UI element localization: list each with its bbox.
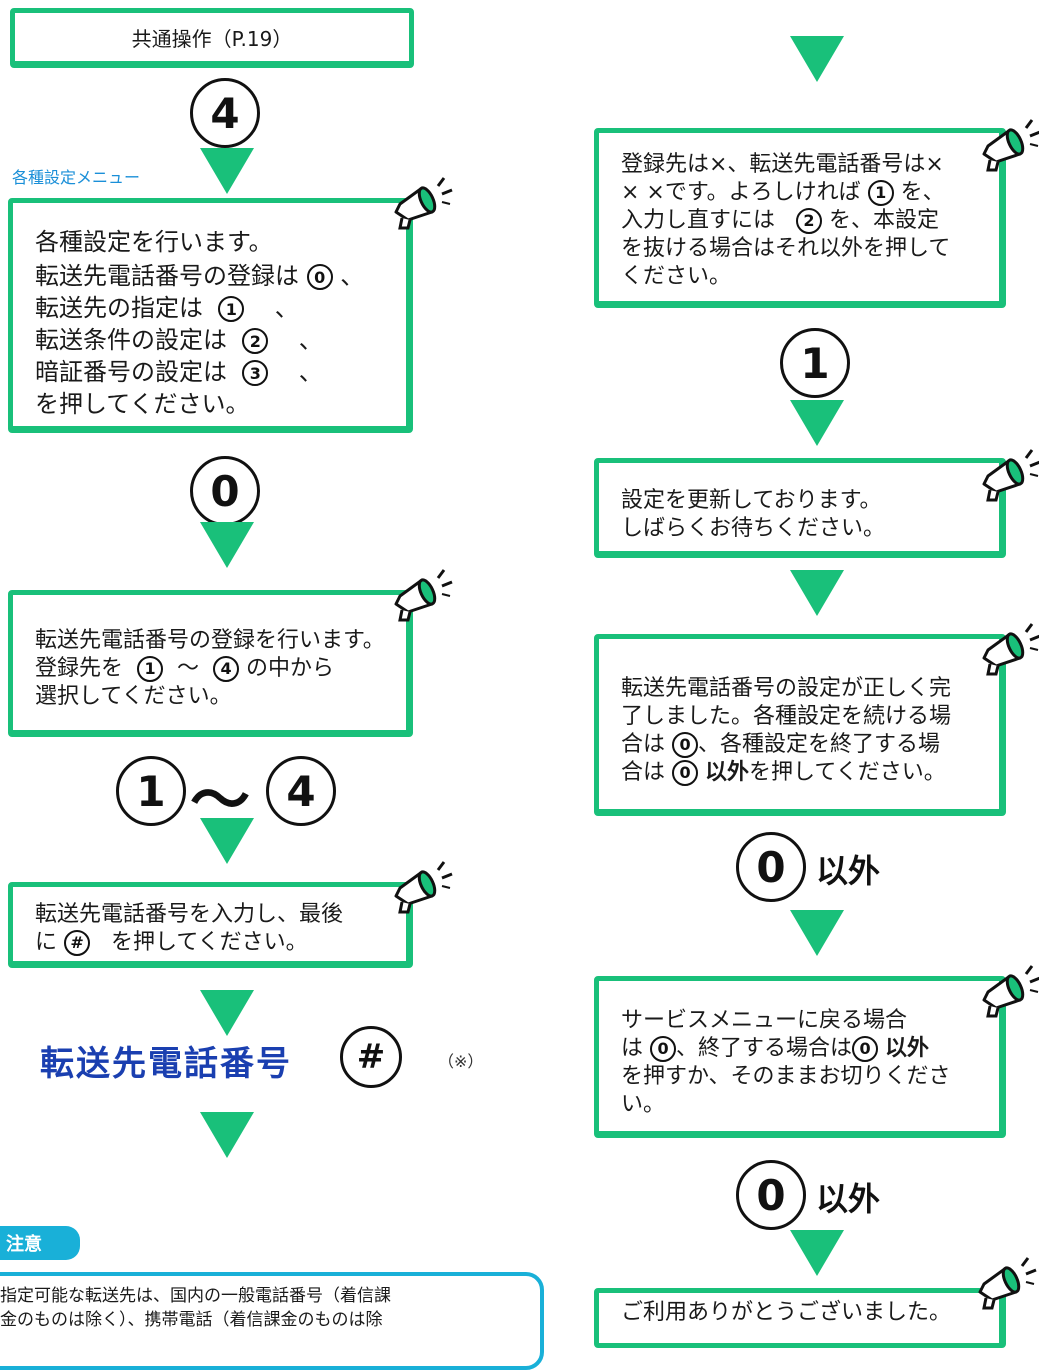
megaphone-icon xyxy=(394,568,454,622)
arrow-down-icon xyxy=(790,400,844,446)
megaphone-icon xyxy=(982,118,1039,172)
igai-label: 以外 xyxy=(816,1180,881,1218)
megaphone-icon xyxy=(982,964,1039,1018)
arrow-down-icon xyxy=(790,36,844,82)
box1-line3: 転送先の指定は 1 、 xyxy=(35,294,299,322)
box-thank-you: ご利用ありがとうございました。 xyxy=(594,1288,1006,1348)
key-2-small: 2 xyxy=(796,208,822,234)
box2-line2: 登録先を 1 〜 4 の中から xyxy=(35,656,335,682)
notice-line1: 指定可能な転送先は、国内の一般電話番号（着信課 xyxy=(0,1286,391,1306)
arrow-down-icon xyxy=(200,818,254,864)
key-0-small: 0 xyxy=(672,732,699,758)
arrow-down-icon xyxy=(790,570,844,616)
box4-line2: × ×です。よろしければ 1 を、 xyxy=(621,180,945,206)
header-text: 共通操作（P.19） xyxy=(131,27,293,51)
box5-line1: 設定を更新しております。 xyxy=(621,488,882,513)
box7-line4: い。 xyxy=(621,1092,666,1117)
megaphone-icon xyxy=(982,448,1039,502)
notice-tab: 注意 xyxy=(0,1226,80,1260)
arrow-down-icon xyxy=(200,522,254,568)
box4-line5: ください。 xyxy=(621,264,732,289)
box2-line3: 選択してください。 xyxy=(35,684,232,709)
key-1-small: 1 xyxy=(137,656,164,682)
box1-line6: を押してください。 xyxy=(35,390,250,418)
box6-line2: 了しました。各種設定を続ける場 xyxy=(621,704,952,729)
box3-line2: に # を押してください。 xyxy=(35,930,308,956)
key-0-circle: 0 xyxy=(190,456,260,526)
key-1-small: 1 xyxy=(218,296,245,322)
box6-line1: 転送先電話番号の設定が正しく完 xyxy=(621,676,952,701)
box1-line2: 転送先電話番号の登録は 0 、 xyxy=(35,262,365,290)
box1-line2-text: 転送先電話番号の登録は xyxy=(35,262,299,290)
box-confirm: 登録先は×、転送先電話番号は× × ×です。よろしければ 1 を、 入力し直すに… xyxy=(594,128,1006,308)
arrow-down-icon xyxy=(790,910,844,956)
box4-line4: を抜ける場合はそれ以外を押して xyxy=(621,236,951,261)
key-1-circle: 1 xyxy=(780,328,850,398)
key-2-small: 2 xyxy=(242,328,269,354)
box-register-number: 転送先電話番号の登録を行います。 登録先を 1 〜 4 の中から 選択してくださ… xyxy=(8,590,413,737)
arrow-down-icon xyxy=(200,990,254,1036)
box-updating: 設定を更新しております。 しばらくお待ちください。 xyxy=(594,458,1006,558)
key-0-small: 0 xyxy=(672,760,699,786)
box6-line4: 合は 0 以外を押してください。 xyxy=(621,760,946,786)
box8-line1: ご利用ありがとうございました。 xyxy=(621,1300,952,1325)
box4-line1: 登録先は×、転送先電話番号は× xyxy=(621,152,944,177)
key-4-small: 4 xyxy=(213,656,240,682)
box4-line3: 入力し直すには 2 を、本設定 xyxy=(621,208,940,234)
key-1-circle: 1 xyxy=(116,756,186,826)
box6-line3: 合は 0、各種設定を終了する場 xyxy=(621,732,941,758)
key-4-circle: 4 xyxy=(266,756,336,826)
arrow-down-icon xyxy=(200,1112,254,1158)
box1-line5: 暗証番号の設定は 3 、 xyxy=(35,358,323,386)
megaphone-icon xyxy=(978,1256,1038,1310)
arrow-down-icon xyxy=(790,1230,844,1276)
box-input-number: 転送先電話番号を入力し、最後 に # を押してください。 xyxy=(8,882,413,968)
key-0-circle: 0 xyxy=(736,1160,806,1230)
key-3-small: 3 xyxy=(242,360,269,386)
box3-line1: 転送先電話番号を入力し、最後 xyxy=(35,902,344,927)
header-box: 共通操作（P.19） xyxy=(10,8,414,68)
arrow-down-icon xyxy=(200,148,254,194)
key-4-circle: 4 xyxy=(190,78,260,148)
key-hash-small: # xyxy=(64,930,91,956)
key-4-label: 4 xyxy=(210,88,240,138)
igai-label: 以外 xyxy=(816,852,881,890)
megaphone-icon xyxy=(982,622,1039,676)
box7-line3: を押すか、そのままお切りくださ xyxy=(621,1064,951,1089)
notice-line2: 金のものは除く）、携帯電話（着信課金のものは除 xyxy=(0,1310,383,1330)
box2-line1: 転送先電話番号の登録を行います。 xyxy=(35,628,385,653)
box7-line1: サービスメニューに戻る場合 xyxy=(621,1008,908,1033)
phone-number-label: 転送先電話番号 xyxy=(40,1044,292,1084)
box1-line1: 各種設定を行います。 xyxy=(35,228,273,256)
megaphone-icon xyxy=(394,860,454,914)
phone-note: （※） xyxy=(438,1052,484,1071)
box1-line4: 転送条件の設定は 2 、 xyxy=(35,326,323,354)
key-1-small: 1 xyxy=(867,180,894,206)
key-hash-circle: # xyxy=(340,1026,402,1088)
key-0-small: 0 xyxy=(852,1036,879,1062)
box5-line2: しばらくお待ちください。 xyxy=(621,516,886,541)
key-0-small: 0 xyxy=(306,264,333,290)
box-settings-menu: 各種設定を行います。 転送先電話番号の登録は 0 、 転送先の指定は 1 、 転… xyxy=(8,198,413,433)
menu-label: 各種設定メニュー xyxy=(12,168,141,187)
key-0-circle: 0 xyxy=(736,832,806,902)
box-completed: 転送先電話番号の設定が正しく完 了しました。各種設定を続ける場 合は 0、各種設… xyxy=(594,634,1006,816)
key-0-small: 0 xyxy=(650,1036,677,1062)
megaphone-icon xyxy=(394,176,454,230)
